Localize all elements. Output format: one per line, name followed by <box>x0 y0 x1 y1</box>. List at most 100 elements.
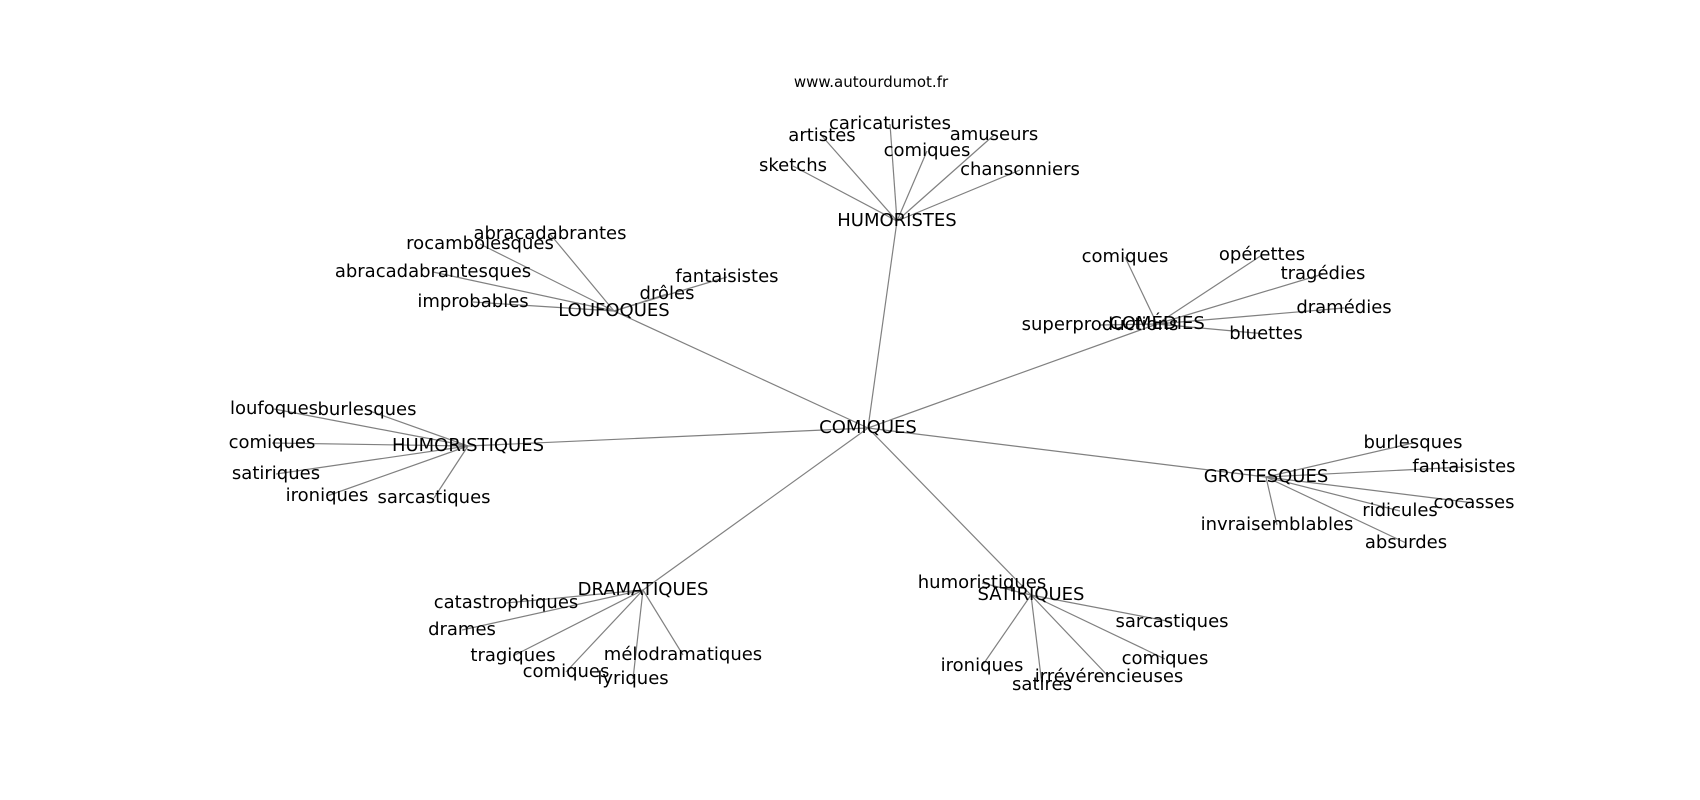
leaf-node[interactable]: drôles <box>640 283 695 304</box>
edge-0-2 <box>896 134 995 222</box>
edge-root-4 <box>867 427 1267 478</box>
edge-2-3 <box>1156 307 1345 325</box>
leaf-node[interactable]: catastrophiques <box>434 592 579 613</box>
group-node[interactable]: HUMORISTES <box>837 210 956 231</box>
leaf-node[interactable]: comiques <box>884 140 971 161</box>
group-node[interactable]: HUMORISTIQUES <box>392 435 544 456</box>
edge-0-5 <box>896 169 1021 222</box>
leaf-node[interactable]: humoristiques <box>918 572 1047 593</box>
edge-root-0 <box>867 220 898 429</box>
root-node[interactable]: COMIQUES <box>819 417 917 438</box>
leaf-node[interactable]: mélodramatiques <box>604 644 762 665</box>
leaf-node[interactable]: cocasses <box>1433 492 1514 513</box>
edge-2-2 <box>1156 273 1324 325</box>
leaf-node[interactable]: tragiques <box>470 645 555 666</box>
leaf-node[interactable]: improbables <box>417 291 528 312</box>
edge-5-3 <box>565 589 644 673</box>
leaf-node[interactable]: tragédies <box>1281 263 1366 284</box>
leaf-node[interactable]: bluettes <box>1229 323 1302 344</box>
edge-6-0 <box>981 582 1032 596</box>
edge-2-0 <box>1124 256 1158 325</box>
leaf-node[interactable]: drames <box>428 619 496 640</box>
leaf-node[interactable]: burlesques <box>318 399 417 420</box>
edge-6-4 <box>1030 594 1043 686</box>
leaf-node[interactable]: lyriques <box>597 668 668 689</box>
group-node[interactable]: COMÉDIES <box>1109 312 1205 334</box>
edge-4-4 <box>1265 476 1278 526</box>
leaf-node[interactable]: ridicules <box>1362 500 1438 521</box>
leaf-node[interactable]: comiques <box>1082 246 1169 267</box>
edge-1-0 <box>549 233 615 312</box>
edge-1-1 <box>479 243 615 312</box>
edge-3-2 <box>271 442 469 447</box>
edge-root-2 <box>867 323 1158 429</box>
leaf-node[interactable]: ironiques <box>286 485 369 506</box>
edge-2-1 <box>1156 254 1263 325</box>
edge-6-5 <box>1030 594 1110 678</box>
edge-0-1 <box>821 135 898 222</box>
leaf-node[interactable]: comiques <box>523 661 610 682</box>
edge-5-5 <box>642 589 684 656</box>
leaf-node[interactable]: abracadabrantes <box>473 223 626 244</box>
leaf-node[interactable]: artistes <box>788 125 855 146</box>
edge-4-3 <box>1265 476 1401 512</box>
leaf-node[interactable]: invraisemblables <box>1201 514 1354 535</box>
leaf-node[interactable]: satiriques <box>232 463 320 484</box>
edge-6-1 <box>1030 594 1173 623</box>
edge-4-1 <box>1265 466 1465 478</box>
edge-root-3 <box>467 427 869 447</box>
leaf-node[interactable]: sarcastiques <box>377 487 490 508</box>
leaf-node[interactable]: irrévérencieuses <box>1035 666 1184 687</box>
edge-3-5 <box>433 445 469 499</box>
edge-1-5 <box>613 293 668 312</box>
edge-0-3 <box>896 150 928 222</box>
leaf-node[interactable]: superproductions <box>1022 314 1179 335</box>
edge-1-2 <box>432 271 615 312</box>
leaf-node[interactable]: rocambolesques <box>406 233 554 254</box>
edge-5-2 <box>512 589 644 657</box>
edge-root-6 <box>867 427 1032 596</box>
leaf-node[interactable]: comiques <box>1122 648 1209 669</box>
edge-1-3 <box>472 301 615 312</box>
edge-4-0 <box>1265 442 1414 478</box>
leaf-node[interactable]: loufoques <box>230 398 318 419</box>
leaf-node[interactable]: ironiques <box>941 655 1024 676</box>
group-node[interactable]: GROTESQUES <box>1204 466 1329 487</box>
leaf-node[interactable]: absurdes <box>1365 532 1447 553</box>
leaf-node[interactable]: abracadabrantesques <box>335 261 531 282</box>
edge-4-5 <box>1265 476 1407 544</box>
edge-root-1 <box>613 310 869 429</box>
edge-0-0 <box>889 123 898 222</box>
edge-3-1 <box>366 409 469 447</box>
edge-2-4 <box>1099 323 1158 326</box>
edge-5-1 <box>461 589 644 631</box>
edge-4-2 <box>1265 476 1475 504</box>
source-url: www.autourdumot.fr <box>793 73 949 91</box>
edge-6-3 <box>981 594 1032 667</box>
leaf-node[interactable]: comiques <box>229 432 316 453</box>
group-node[interactable]: LOUFOQUES <box>558 300 669 321</box>
leaf-node[interactable]: caricaturistes <box>829 113 951 134</box>
edge-0-4 <box>792 165 898 222</box>
leaf-node[interactable]: fantaisistes <box>675 266 778 287</box>
edge-5-4 <box>632 589 644 680</box>
leaf-node[interactable]: dramédies <box>1296 297 1391 318</box>
group-node[interactable]: SATIRIQUES <box>978 584 1085 605</box>
leaf-node[interactable]: satires <box>1012 674 1072 695</box>
edge-6-2 <box>1030 594 1166 660</box>
leaf-node[interactable]: chansonniers <box>960 159 1080 180</box>
edge-5-0 <box>505 589 644 604</box>
edge-3-0 <box>273 408 469 447</box>
group-node[interactable]: DRAMATIQUES <box>578 579 709 600</box>
leaf-node[interactable]: opérettes <box>1219 244 1305 265</box>
leaf-node[interactable]: sarcastiques <box>1115 611 1228 632</box>
edge-3-3 <box>275 445 469 475</box>
edge-2-5 <box>1156 323 1267 335</box>
leaf-node[interactable]: amuseurs <box>950 124 1039 145</box>
leaf-node[interactable]: fantaisistes <box>1412 456 1515 477</box>
edge-root-5 <box>642 427 869 591</box>
leaf-node[interactable]: sketchs <box>759 155 827 176</box>
edge-3-4 <box>326 445 469 497</box>
leaf-node[interactable]: burlesques <box>1364 432 1463 453</box>
